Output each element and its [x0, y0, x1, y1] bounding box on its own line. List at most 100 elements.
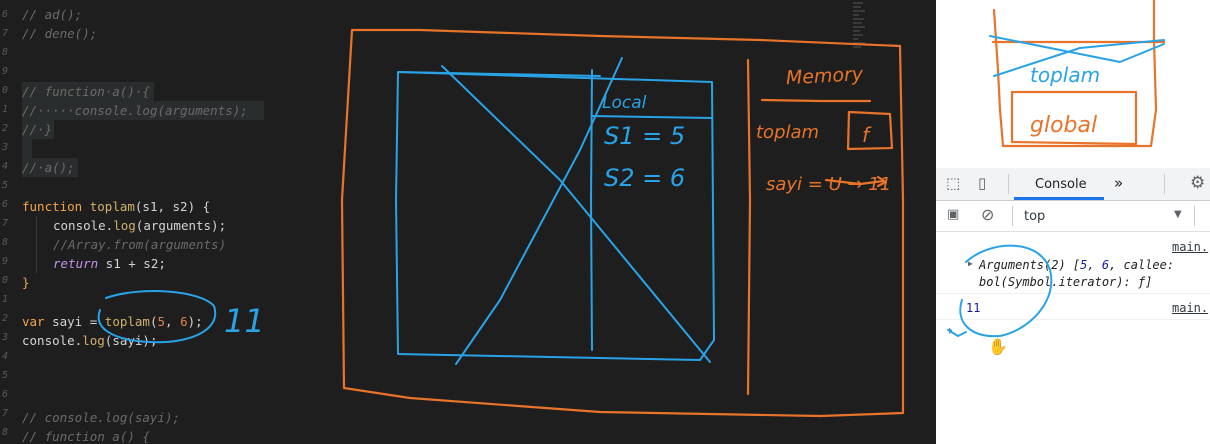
device-toolbar-icon[interactable]: ▯	[978, 174, 987, 192]
line-number: 1	[1, 104, 9, 115]
expand-arrow-icon[interactable]: ▶	[968, 259, 973, 268]
code-line[interactable]: // function·a()·{	[22, 84, 150, 99]
closing-brace: }	[22, 275, 30, 290]
code-line[interactable]: //·a();	[22, 160, 75, 175]
minimap[interactable]	[853, 0, 867, 90]
line-number: 8	[1, 47, 9, 58]
arguments-rest: , callee:	[1109, 258, 1182, 272]
code-line[interactable]: // function a() {	[22, 429, 150, 444]
selection-highlight	[22, 101, 264, 120]
line-number: 6	[1, 389, 9, 400]
keyword: function	[22, 199, 83, 214]
function-name: toplam	[89, 199, 135, 214]
var-declaration-line[interactable]: var sayi = toplam(5, 6);	[22, 312, 203, 331]
console-log-line[interactable]: console.log(arguments);	[53, 216, 226, 235]
line-number: 0	[1, 275, 9, 286]
toolbar-divider	[1194, 206, 1195, 226]
toolbar-divider	[1008, 174, 1009, 194]
sidebar-toggle-icon[interactable]: ▣	[947, 207, 960, 222]
devtools-panel: ⬚ ▯ Console » ⚙ ▣ ⊘ top ▼ main. ▶ Argume…	[936, 0, 1210, 444]
indent-guide	[36, 216, 37, 273]
line-number: 6	[1, 199, 9, 210]
settings-gear-icon[interactable]: ⚙	[1190, 173, 1206, 193]
code-line[interactable]: // ad();	[22, 7, 83, 22]
line-number: 2	[1, 313, 9, 324]
var-keyword: var	[22, 314, 45, 329]
arguments-separator: ,	[1087, 258, 1102, 272]
arguments-open: [	[1065, 258, 1081, 272]
more-tabs-button[interactable]: »	[1114, 174, 1124, 192]
line-number: 9	[1, 256, 9, 267]
console-toolbar: ▣ ⊘ top ▼	[936, 201, 1210, 232]
arguments-value-2: 6	[1101, 258, 1110, 272]
mouse-cursor-icon: ✋	[988, 337, 1008, 356]
arguments-label: Arguments(2)	[979, 258, 1066, 272]
line-number: 3	[1, 142, 9, 153]
closing-brace-line[interactable]: }	[22, 273, 30, 292]
arguments-value-1: 5	[1080, 258, 1088, 272]
call-arg-1: 5	[157, 314, 166, 329]
code-line[interactable]: // dene();	[22, 26, 98, 41]
code-line[interactable]: //·····console.log(arguments);	[22, 103, 248, 118]
line-number: 8	[1, 427, 9, 438]
line-number: 3	[1, 332, 9, 343]
var-declaration: sayi =	[44, 314, 105, 329]
message-divider	[936, 319, 1210, 320]
return-keyword: return	[53, 256, 99, 271]
call-comma: ,	[165, 314, 181, 329]
line-number: 1	[1, 294, 9, 305]
log-argument: (arguments);	[135, 218, 227, 233]
function-declaration-line[interactable]: function toplam(s1, s2) {	[22, 197, 210, 216]
function-params: (s1, s2) {	[134, 199, 211, 214]
code-line[interactable]: // console.log(sayi);	[22, 410, 181, 425]
line-number: 7	[1, 28, 9, 39]
devtools-upper-area	[936, 0, 1210, 168]
line-number: 4	[1, 161, 9, 172]
line-number: 0	[1, 85, 9, 96]
line-number: 5	[1, 370, 9, 381]
call-function-name: toplam	[104, 314, 150, 329]
line-number: 4	[1, 351, 9, 362]
call-close-paren: );	[187, 314, 203, 329]
source-link[interactable]: main.	[1172, 240, 1209, 254]
line-number: 7	[1, 218, 9, 229]
code-editor[interactable]: 6 7 8 9 0 1 2 3 4 5 6 7 8 9 0 1 2 3 4 5 …	[0, 0, 936, 444]
console-object: console.	[53, 218, 114, 233]
line-number: 6	[1, 9, 9, 20]
array-from-comment[interactable]: //Array.from(arguments)	[53, 237, 227, 252]
active-tab-indicator	[1014, 197, 1104, 200]
selection-highlight	[22, 120, 54, 139]
toolbar-divider	[1012, 206, 1013, 226]
message-divider	[936, 293, 1210, 294]
line-number: 2	[1, 123, 9, 134]
return-expression: s1 + s2;	[98, 256, 166, 271]
console-prompt[interactable]: ›	[946, 323, 955, 339]
arguments-log-continuation: bol(Symbol.iterator): ƒ]	[979, 275, 1153, 289]
selection-highlight	[22, 82, 154, 101]
log-argument: (sayi);	[104, 333, 158, 348]
line-number: 9	[1, 66, 9, 77]
arguments-log-line[interactable]: Arguments(2) [5, 6, callee:	[979, 258, 1181, 272]
selection-highlight	[22, 158, 78, 177]
context-selector-value[interactable]: top	[1024, 209, 1046, 224]
return-line[interactable]: return s1 + s2;	[53, 254, 166, 273]
line-number: 8	[1, 237, 9, 248]
console-output: main. ▶ Arguments(2) [5, 6, callee: bol(…	[936, 231, 1210, 444]
line-number: 5	[1, 180, 9, 191]
inspect-element-icon[interactable]: ⬚	[946, 174, 961, 192]
log-method: log	[82, 333, 105, 348]
line-number: 7	[1, 408, 9, 419]
context-dropdown-arrow-icon[interactable]: ▼	[1174, 209, 1182, 220]
line-number-gutter: 6 7 8 9 0 1 2 3 4 5 6 7 8 9 0 1 2 3 4 5 …	[0, 0, 12, 444]
code-line[interactable]: //·}	[22, 122, 53, 137]
source-link[interactable]: main.	[1172, 301, 1209, 315]
log-method: log	[113, 218, 136, 233]
console-object: console.	[22, 333, 83, 348]
tab-console[interactable]: Console	[1035, 177, 1087, 192]
console-log-sayi-line[interactable]: console.log(sayi);	[22, 331, 157, 350]
result-value: 11	[966, 301, 981, 315]
toolbar-divider	[1164, 174, 1165, 194]
clear-console-icon[interactable]: ⊘	[981, 205, 995, 224]
devtools-tab-bar: ⬚ ▯ Console » ⚙	[936, 168, 1210, 201]
call-arg-2: 6	[180, 314, 188, 329]
